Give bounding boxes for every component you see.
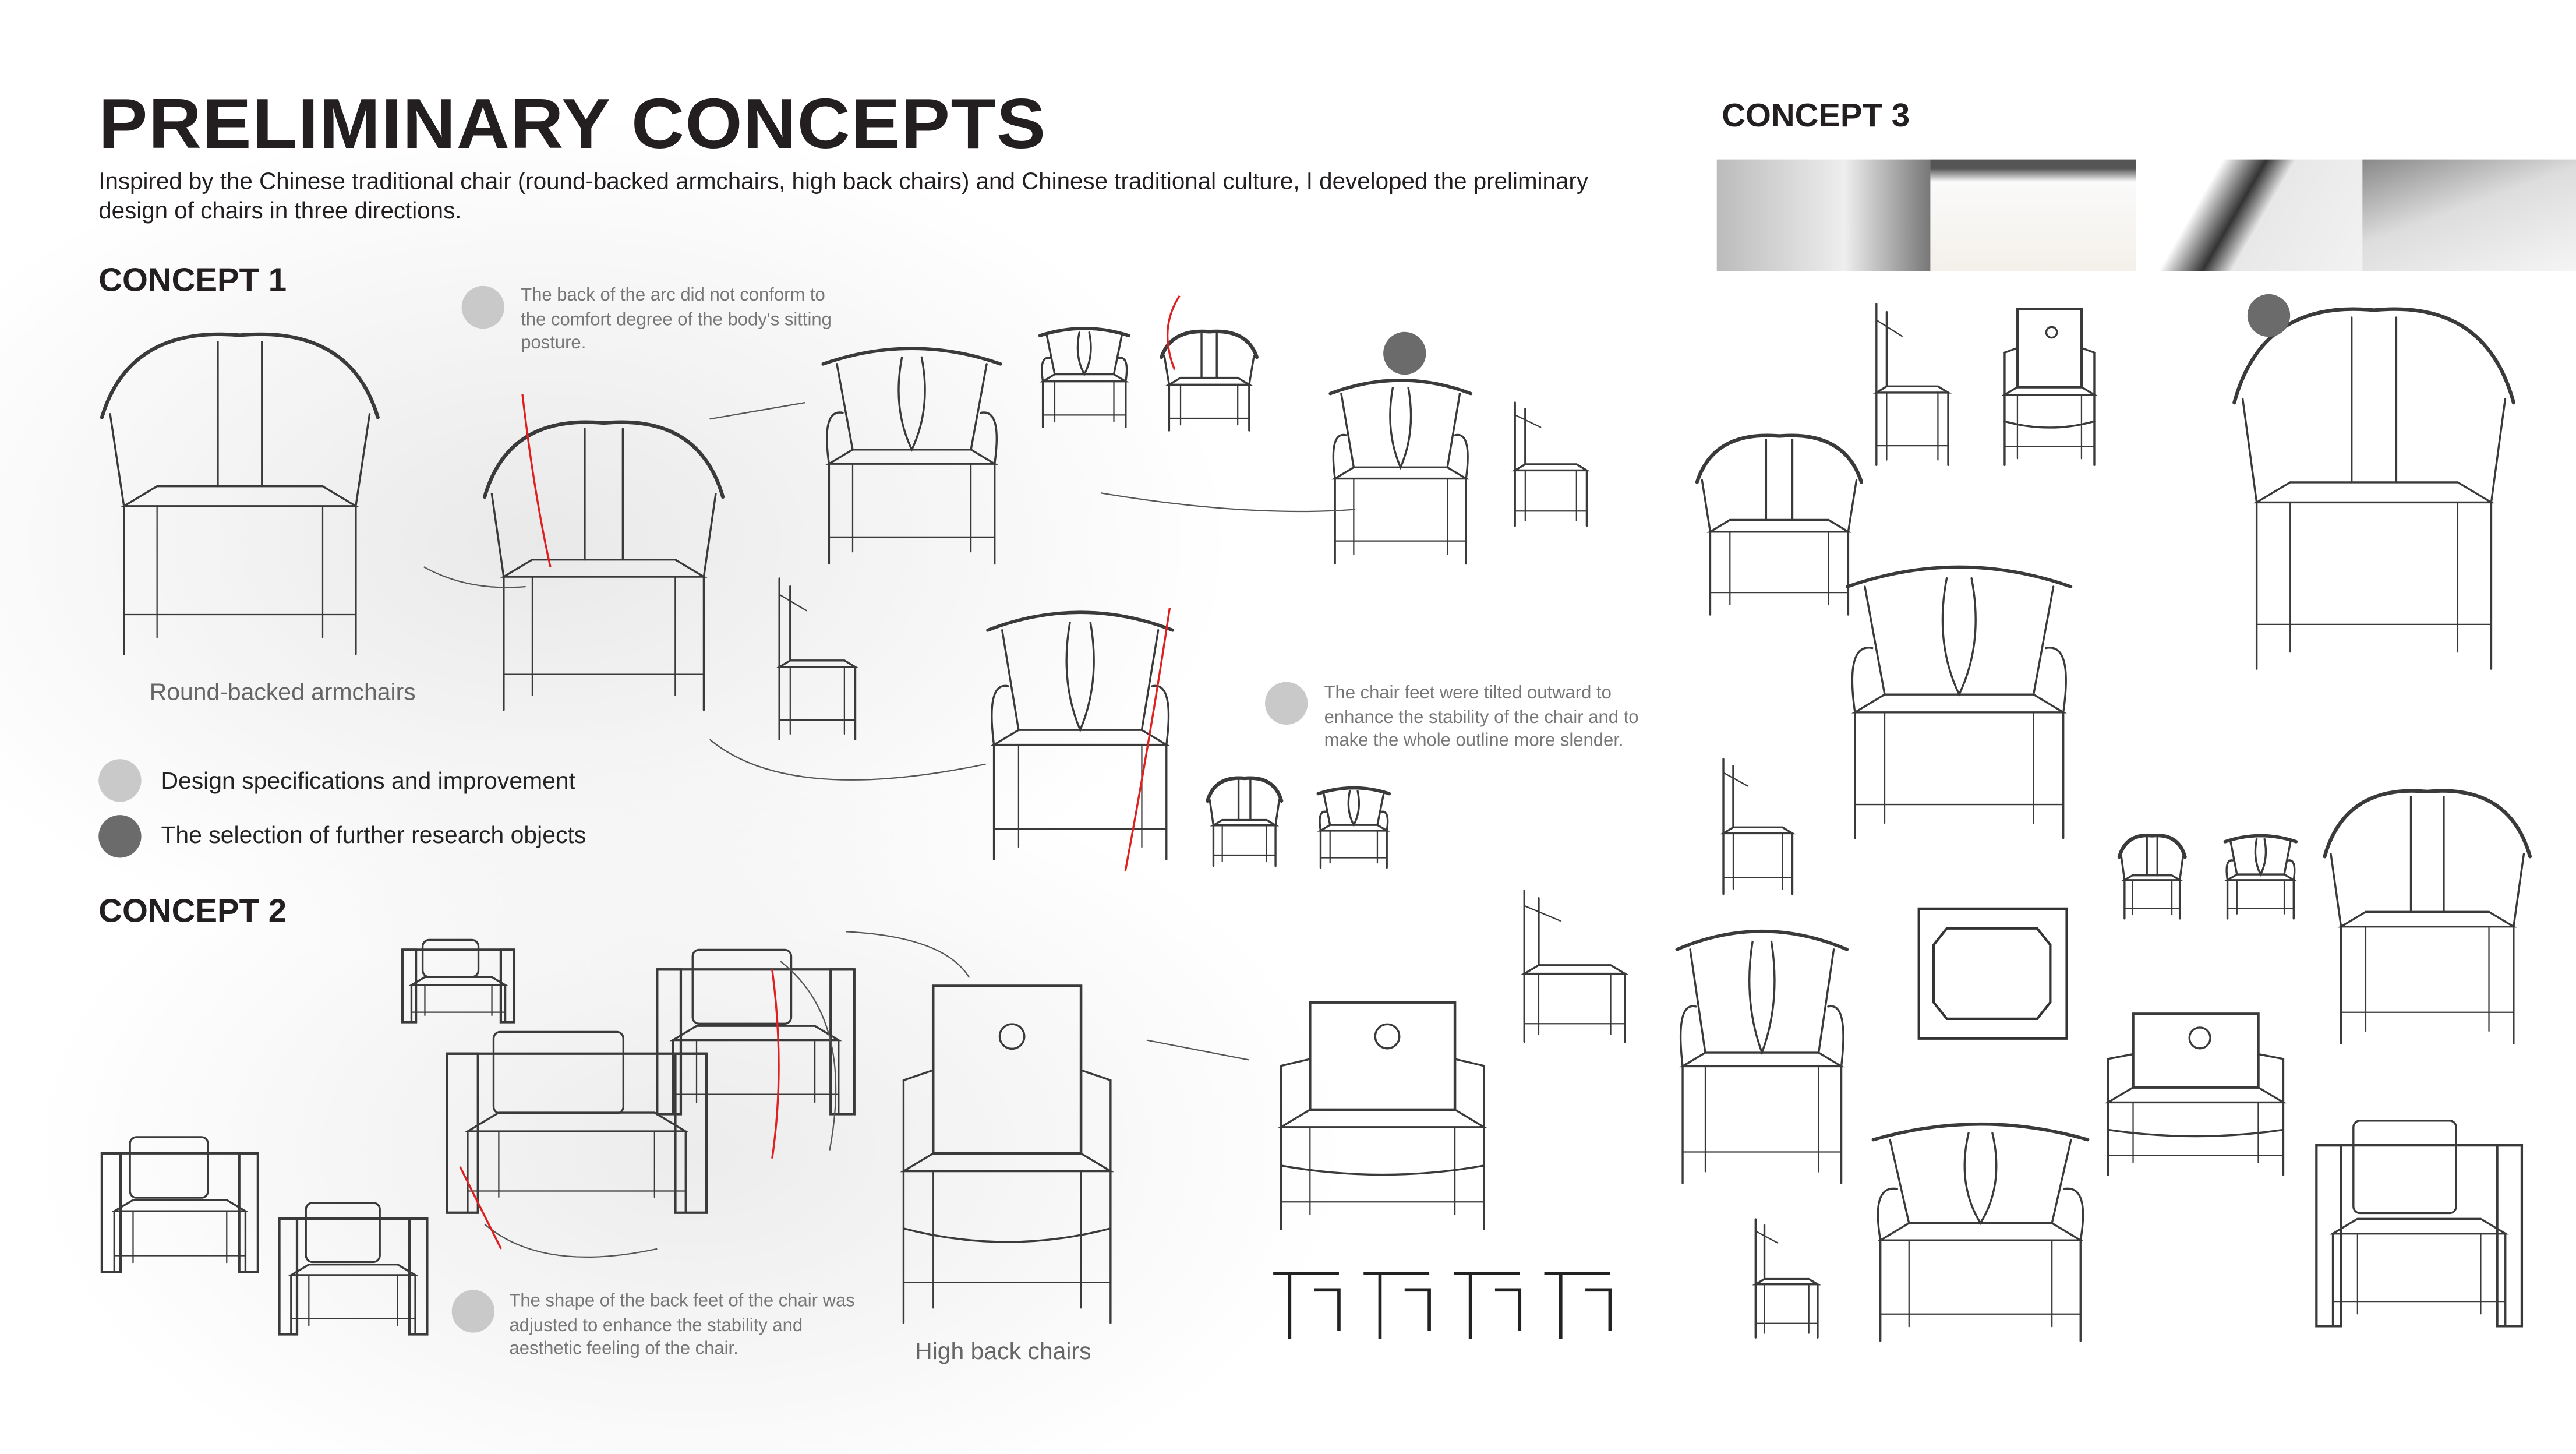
chair-sketch	[1328, 379, 1473, 565]
selection-marker	[2247, 294, 2291, 337]
chair-sketch	[1206, 776, 1284, 867]
chair-sketch	[1719, 758, 1796, 895]
chair-sketch	[446, 1030, 708, 1214]
detail-fragment-sketch	[1363, 1272, 1431, 1339]
annotation-arrow	[709, 739, 986, 781]
chair-sketch	[1846, 565, 2073, 839]
chair-sketch	[278, 1202, 429, 1336]
caption-high-back: High back chairs	[915, 1339, 1091, 1366]
panel-sketch	[1917, 907, 2068, 1040]
chair-sketch	[2232, 307, 2515, 670]
chair-sketch	[2223, 834, 2298, 920]
annotation-arrow	[1146, 1039, 1249, 1061]
chair-sketch	[2117, 834, 2187, 920]
chair-sketch	[2323, 789, 2532, 1044]
annotation-arrow	[484, 1223, 658, 1258]
chair-sketch	[1511, 401, 1591, 527]
legend-light-marker	[98, 759, 142, 802]
inspiration-photo-sky-eave	[2362, 159, 2576, 271]
note-feet-tilted: The chair feet were tilted outward to en…	[1324, 683, 1639, 751]
annotation-arrow	[846, 931, 970, 978]
page-title: PRELIMINARY CONCEPTS	[98, 85, 1047, 165]
legend-dark-label: The selection of further research object…	[161, 823, 586, 850]
red-correction-line	[459, 1166, 502, 1250]
chair-sketch	[100, 1136, 259, 1273]
concept-1-heading: CONCEPT 1	[98, 263, 287, 299]
red-correction-line	[771, 969, 780, 1159]
detail-fragment-sketch	[1273, 1272, 1341, 1339]
red-correction-line	[521, 394, 552, 567]
annotation-arrow	[709, 401, 805, 420]
selection-marker	[1383, 331, 1426, 375]
chair-sketch	[986, 610, 1175, 860]
chair-sketch	[821, 347, 1002, 565]
chair-sketch	[1675, 929, 1849, 1184]
chair-sketch	[1277, 1001, 1487, 1230]
annotation-arrow	[423, 566, 526, 588]
chair-sketch	[483, 420, 725, 711]
chair-sketch	[1695, 433, 1864, 616]
chair-sketch	[1521, 890, 1629, 1043]
concept-2-heading: CONCEPT 2	[98, 894, 287, 930]
chair-sketch	[1752, 1218, 1822, 1339]
chair-sketch	[1316, 786, 1391, 869]
chair-sketch	[1038, 327, 1130, 429]
detail-fragment-sketch	[1454, 1272, 1522, 1339]
inspiration-photo-eaves	[1930, 159, 2136, 271]
red-correction-line	[1124, 608, 1171, 871]
caption-round-backed: Round-backed armchairs	[149, 680, 416, 707]
improvement-marker	[461, 285, 504, 329]
concept-3-heading: CONCEPT 3	[1722, 98, 1910, 135]
inspiration-photo-village	[1716, 159, 1931, 271]
legend-dark-marker	[98, 815, 142, 858]
legend-light-label: Design specifications and improvement	[161, 769, 576, 796]
chair-sketch	[776, 577, 859, 741]
annotation-arrow	[780, 961, 837, 1151]
detail-fragment-sketch	[1544, 1272, 1612, 1339]
chair-sketch	[1160, 329, 1259, 432]
chair-sketch	[401, 938, 516, 1024]
red-correction-line	[1166, 295, 1181, 370]
chair-sketch	[2104, 1012, 2287, 1176]
chair-sketch	[2315, 1120, 2524, 1328]
note-back-feet: The shape of the back feet of the chair …	[509, 1291, 855, 1359]
inspiration-photo-roof-curve	[2136, 159, 2363, 271]
chair-sketch	[100, 332, 380, 655]
chair-sketch	[1872, 303, 1952, 466]
note-back-arc: The back of the arc did not conform to t…	[521, 285, 832, 354]
intro-description: Inspired by the Chinese traditional chai…	[98, 169, 1589, 225]
chair-sketch	[2001, 308, 2098, 466]
chair-sketch	[656, 948, 856, 1116]
improvement-marker	[451, 1290, 495, 1333]
annotation-arrow	[1100, 492, 1356, 513]
chair-sketch	[1871, 1122, 2090, 1342]
chair-sketch	[900, 984, 1114, 1324]
improvement-marker	[1265, 682, 1308, 725]
